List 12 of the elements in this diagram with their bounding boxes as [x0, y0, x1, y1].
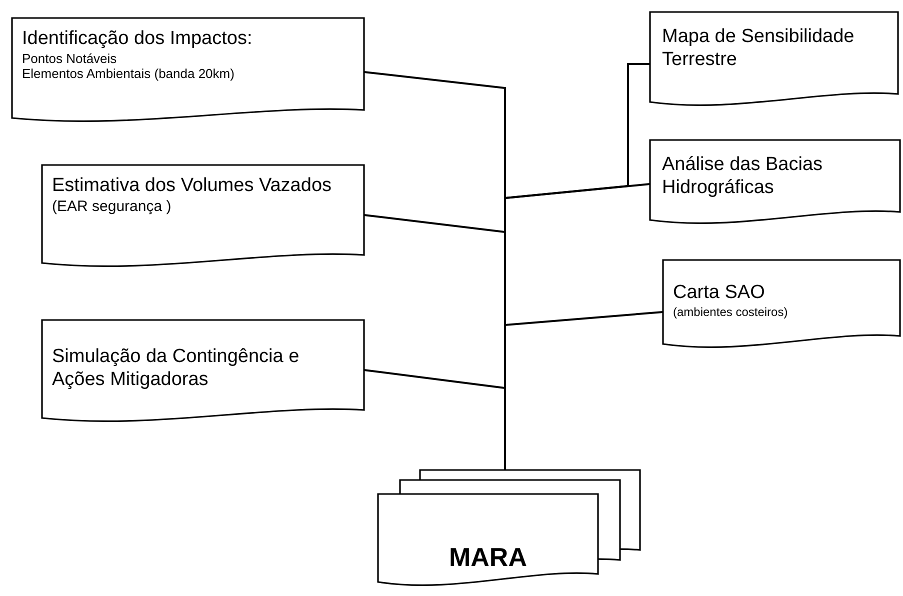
box-heading: Mapa de Sensibilidade Terrestre	[662, 26, 856, 72]
box-note: (EAR segurança )	[52, 198, 172, 216]
box-heading: Análise das Bacias Hidrográficas	[662, 154, 824, 200]
connector-line	[364, 369, 506, 470]
box-heading: Carta SAO	[673, 282, 765, 305]
box-note: Pontos Notáveis	[22, 50, 117, 66]
document-title: MARA	[449, 542, 527, 574]
box-heading: Estimativa dos Volumes Vazados	[52, 175, 332, 198]
box-heading: Identificação dos Impactos:	[22, 28, 252, 51]
box-note: Elementos Ambientais (banda 20km)	[22, 66, 234, 82]
box-heading: Simulação da Contingência e Ações Mitigadoras	[52, 346, 300, 392]
box-note: (ambientes costeiros)	[673, 304, 788, 320]
